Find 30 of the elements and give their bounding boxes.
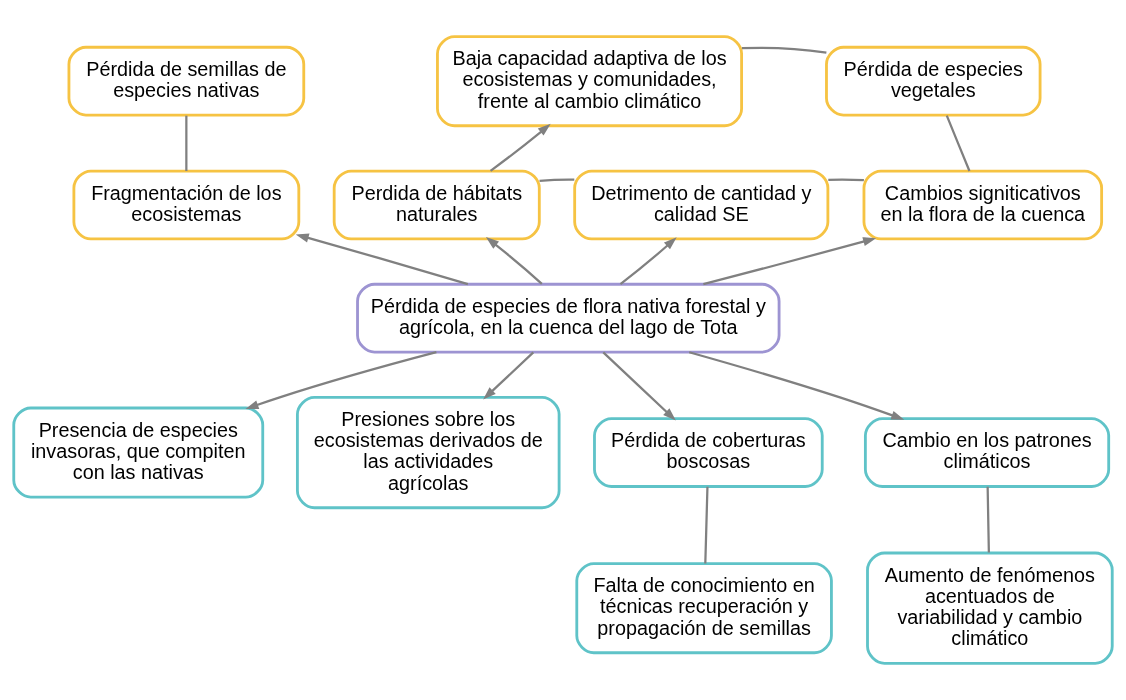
arrow (483, 351, 535, 400)
node-box: Detrimento de cantidad y calidad SE (573, 169, 830, 241)
node-box: Presencia de especies invasoras, que compiten con las nativas (12, 406, 265, 499)
connector (185, 115, 188, 171)
node-box: Pérdida de especies vegetales (825, 45, 1042, 117)
connector (828, 178, 864, 182)
connector (986, 486, 990, 553)
arrow (619, 237, 677, 285)
node-box: Presiones sobre los ecosistemas derivados de las actividades agrícolas (296, 395, 561, 510)
node-box: Baja capacidad adaptiva de los ecosistemas y comunidades, frente al cambio climático (436, 35, 743, 128)
arrow (245, 351, 437, 410)
node-box: Pérdida de semillas de especies nativas (67, 45, 306, 117)
node-box: Cambio en los patrones climáticos (863, 417, 1111, 488)
arrow (295, 233, 469, 286)
connector (741, 46, 827, 54)
node-box: Aumento de fenómenos acentuados de variabilidad y cambio climático (866, 551, 1114, 665)
node-box: Cambios signiticativos en la flora de la cuenca (862, 169, 1104, 241)
node-box: Fragmentación de los ecosistemas (72, 169, 301, 241)
connector (539, 178, 575, 182)
arrow (602, 351, 676, 421)
arrow (485, 237, 543, 285)
arrow (489, 123, 551, 172)
arrow (688, 351, 905, 420)
connector (945, 115, 971, 172)
node-box: Pérdida de especies de flora nativa forestal y agrícola, en la cuenca del lago de Tota (356, 282, 781, 354)
connector (704, 486, 709, 564)
node-box: Perdida de hábitats naturales (332, 169, 541, 241)
arrow (703, 237, 877, 286)
node-box: Pérdida de coberturas boscosas (593, 417, 824, 488)
node-box: Falta de conocimiento en técnicas recuperación y propagación de semillas (575, 562, 833, 655)
